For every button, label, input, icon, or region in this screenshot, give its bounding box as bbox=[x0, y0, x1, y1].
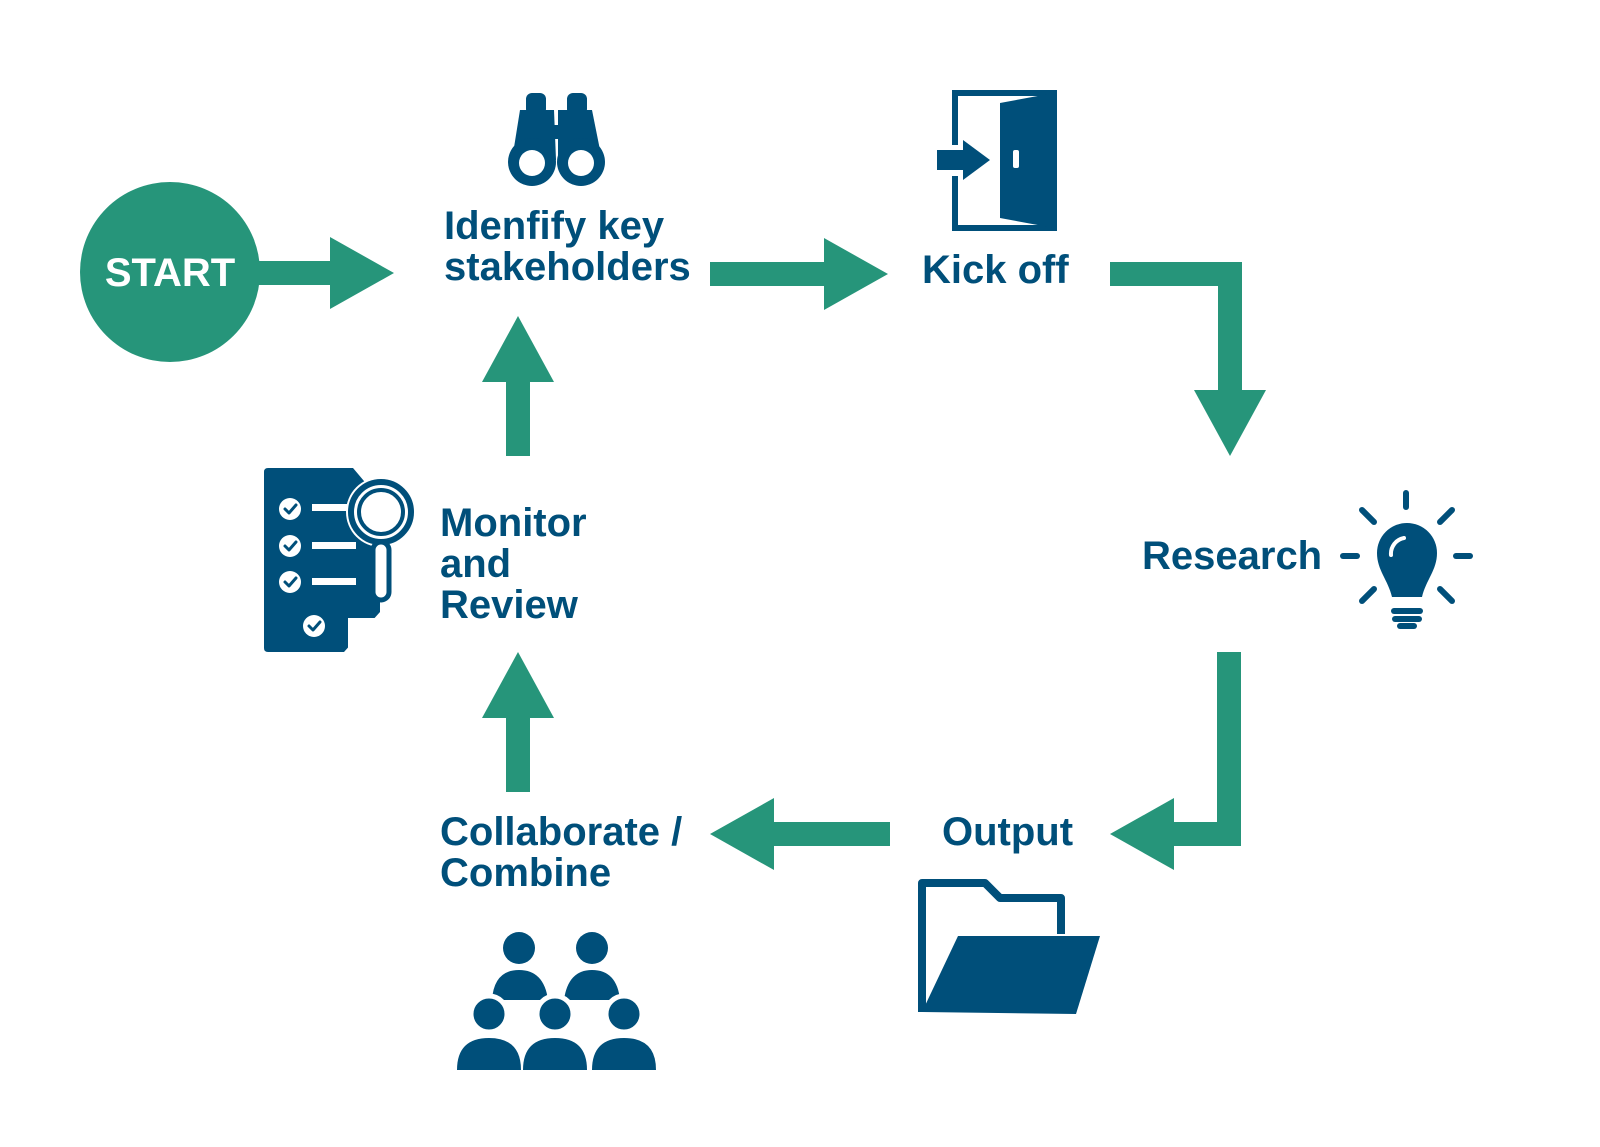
arrow-output-to-collaborate bbox=[710, 798, 890, 870]
collaborate-line-2: Combine bbox=[440, 851, 612, 895]
identify-line-1: Idenfify key bbox=[444, 204, 665, 248]
identify-line-2: stakeholders bbox=[444, 245, 691, 289]
collaborate-line-1: Collaborate / bbox=[440, 810, 683, 854]
team-icon bbox=[457, 932, 656, 1070]
monitor-line-3: Review bbox=[440, 583, 578, 627]
arrow-kickoff-to-research bbox=[1110, 262, 1266, 456]
monitor-review-label: Monitor and Review bbox=[440, 503, 587, 626]
collaborate-combine-label: Collaborate / Combine bbox=[440, 812, 682, 894]
research-label: Research bbox=[1142, 534, 1323, 578]
lightbulb-icon bbox=[1340, 490, 1473, 629]
arrow-research-to-output bbox=[1110, 652, 1241, 870]
arrow-identify-to-kickoff bbox=[710, 238, 888, 310]
monitor-line-2: and bbox=[440, 542, 512, 586]
start-circle bbox=[80, 182, 260, 362]
identify-stakeholders-label: Idenfify key stakeholders bbox=[444, 206, 691, 288]
arrow-collaborate-to-monitor bbox=[482, 652, 554, 792]
binoculars-icon bbox=[508, 93, 605, 186]
arrow-monitor-to-identify bbox=[482, 316, 554, 456]
start-label: START bbox=[104, 251, 236, 295]
door-enter-icon bbox=[937, 90, 1057, 231]
folder-icon bbox=[918, 879, 1100, 1014]
output-label: Output bbox=[942, 810, 1074, 854]
checklist-search-icon bbox=[264, 468, 416, 652]
lightbulb-bulb bbox=[1377, 523, 1437, 597]
kickoff-label: Kick off bbox=[922, 248, 1069, 292]
monitor-line-1: Monitor bbox=[440, 501, 587, 545]
arrow-start-to-identify bbox=[258, 237, 394, 309]
